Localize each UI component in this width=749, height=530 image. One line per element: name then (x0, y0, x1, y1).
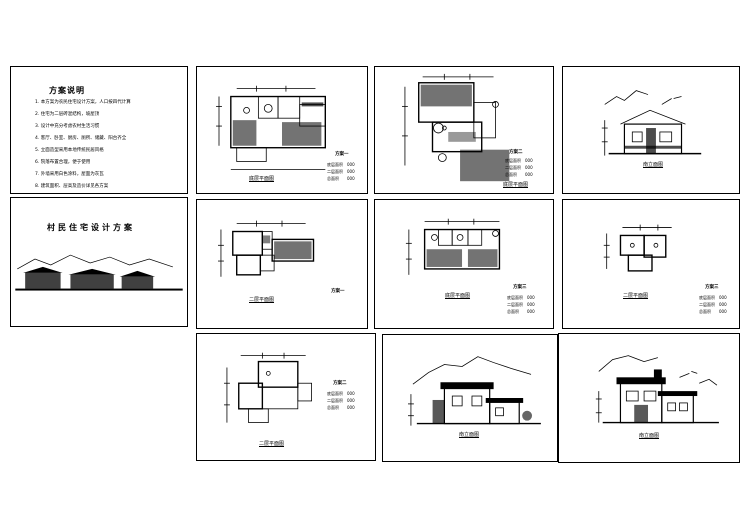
area-key-total: 总面积 (327, 176, 339, 181)
floor-plan-drawing (218, 220, 315, 277)
drawing-caption: 二层平面图 (259, 441, 285, 447)
elevation-drawing (407, 356, 541, 426)
area-value-upper: 000 (719, 302, 727, 307)
area-key-total: 总面积 (507, 309, 519, 314)
note-line-3: 3. 设计中充分考虑农村生活习惯 (35, 124, 100, 129)
scheme-label: 方案三 (705, 285, 719, 290)
sheet-plan3-upper[interactable]: 二层平面图 方案三 底层面积 000 二层面积 000 总面积 000 (562, 199, 740, 329)
drawing-caption: 底层平面图 (249, 176, 275, 182)
project-title: 村民住宅设计方案 (47, 223, 135, 232)
area-value-upper: 000 (347, 169, 355, 174)
area-key-ground: 底层面积 (699, 295, 715, 300)
area-table: 底层面积 000 二层面积 000 总面积 000 (327, 161, 357, 182)
area-table: 底层面积 000 二层面积 000 总面积 000 (505, 157, 535, 178)
area-value-total: 000 (527, 309, 535, 314)
area-value-ground: 000 (347, 162, 355, 167)
drawing-caption: 底层平面图 (503, 182, 529, 188)
area-value-ground: 000 (719, 295, 727, 300)
elevation-drawing (595, 355, 719, 424)
note-line-5: 5. 立面造型采用本地传统民居风格 (35, 148, 104, 153)
area-key-upper: 二层面积 (327, 398, 343, 403)
sheet-plan1-ground[interactable]: 底层平面图 方案一 底层面积 000 二层面积 000 总面积 000 (196, 66, 368, 194)
drawing-caption: 二层平面图 (249, 297, 275, 303)
area-value-ground: 000 (527, 295, 535, 300)
area-table: 底层面积 000 二层面积 000 总面积 000 (327, 390, 357, 411)
floor-plan-drawing (223, 352, 312, 423)
sheet-plan1-upper[interactable]: 二层平面图 方案一 (196, 199, 368, 329)
sheet-elevation-2[interactable]: 南立面图 (382, 334, 558, 462)
drawing-caption: 南立面图 (459, 432, 480, 438)
area-value-upper: 000 (527, 302, 535, 307)
sheet-plan3-ground[interactable]: 底层平面图 方案三 底层面积 000 二层面积 000 总面积 000 (374, 199, 554, 329)
area-table: 底层面积 000 二层面积 000 总面积 000 (699, 294, 729, 315)
note-line-2: 2. 住宅为二层砖混结构，坡屋顶 (35, 112, 100, 117)
area-value-upper: 000 (347, 398, 355, 403)
scheme-label: 方案二 (509, 150, 523, 155)
drawing-caption: 南立面图 (639, 433, 660, 439)
scheme-label: 方案一 (335, 152, 349, 157)
scheme-label: 方案一 (331, 289, 345, 294)
drawing-caption: 底层平面图 (445, 293, 471, 299)
scheme-label: 方案二 (333, 381, 347, 386)
area-table: 底层面积 000 二层面积 000 总面积 000 (507, 294, 537, 315)
notes-list: 1. 本方案为农民住宅设计方案，人口按四代计算 2. 住宅为二层砖混结构，坡屋顶… (35, 99, 131, 193)
sheet-design-notes[interactable]: 方案说明 1. 本方案为农民住宅设计方案，人口按四代计算 2. 住宅为二层砖混结… (10, 66, 188, 194)
area-value-ground: 000 (347, 391, 355, 396)
area-key-ground: 底层面积 (507, 295, 523, 300)
elevation-drawing (601, 90, 702, 156)
village-skyline-drawing (15, 254, 183, 291)
area-value-total: 000 (347, 176, 355, 181)
drawing-caption: 二层平面图 (623, 293, 649, 299)
floor-plan-drawing (603, 224, 672, 272)
area-key-total: 总面积 (699, 309, 711, 314)
note-line-7: 7. 外墙采用白色涂料，屋面为灰瓦 (35, 172, 104, 177)
area-key-upper: 二层面积 (505, 165, 521, 170)
area-value-upper: 000 (525, 165, 533, 170)
area-key-ground: 底层面积 (327, 391, 343, 396)
sheet-elevation-1[interactable]: 南立面图 (562, 66, 740, 194)
scheme-label: 方案三 (513, 285, 527, 290)
floor-plan-drawing (216, 85, 327, 170)
sheet-project-cover[interactable]: 村民住宅设计方案 (10, 197, 188, 327)
area-value-ground: 000 (525, 158, 533, 163)
note-line-6: 6. 院落布置合理，便于使用 (35, 160, 91, 165)
area-value-total: 000 (719, 309, 727, 314)
floor-plan-drawing (401, 73, 510, 182)
area-key-ground: 底层面积 (505, 158, 521, 163)
notes-title: 方案说明 (49, 86, 85, 95)
sheet-plan2-ground[interactable]: 方案二 底层面积 000 二层面积 000 总面积 000 底层平面图 (374, 66, 554, 194)
floor-plan-drawing (405, 218, 501, 275)
area-key-ground: 底层面积 (327, 162, 343, 167)
area-key-total: 总面积 (327, 405, 339, 410)
area-value-total: 000 (347, 405, 355, 410)
drawing-caption: 南立面图 (643, 162, 664, 168)
area-value-total: 000 (525, 172, 533, 177)
note-line-1: 1. 本方案为农民住宅设计方案，人口按四代计算 (35, 100, 131, 105)
note-line-8: 8. 建筑面积、层高及造价详见各方案 (35, 184, 109, 189)
sheet-elevation-3[interactable]: 南立面图 (558, 333, 740, 463)
note-line-4: 4. 客厅、卧室、厨房、厕所、储藏、阳台齐全 (35, 136, 127, 141)
area-key-total: 总面积 (505, 172, 517, 177)
area-key-upper: 二层面积 (507, 302, 523, 307)
sheet-plan2-upper[interactable]: 方案二 底层面积 000 二层面积 000 总面积 000 二层平面图 (196, 333, 376, 461)
area-key-upper: 二层面积 (699, 302, 715, 307)
area-key-upper: 二层面积 (327, 169, 343, 174)
